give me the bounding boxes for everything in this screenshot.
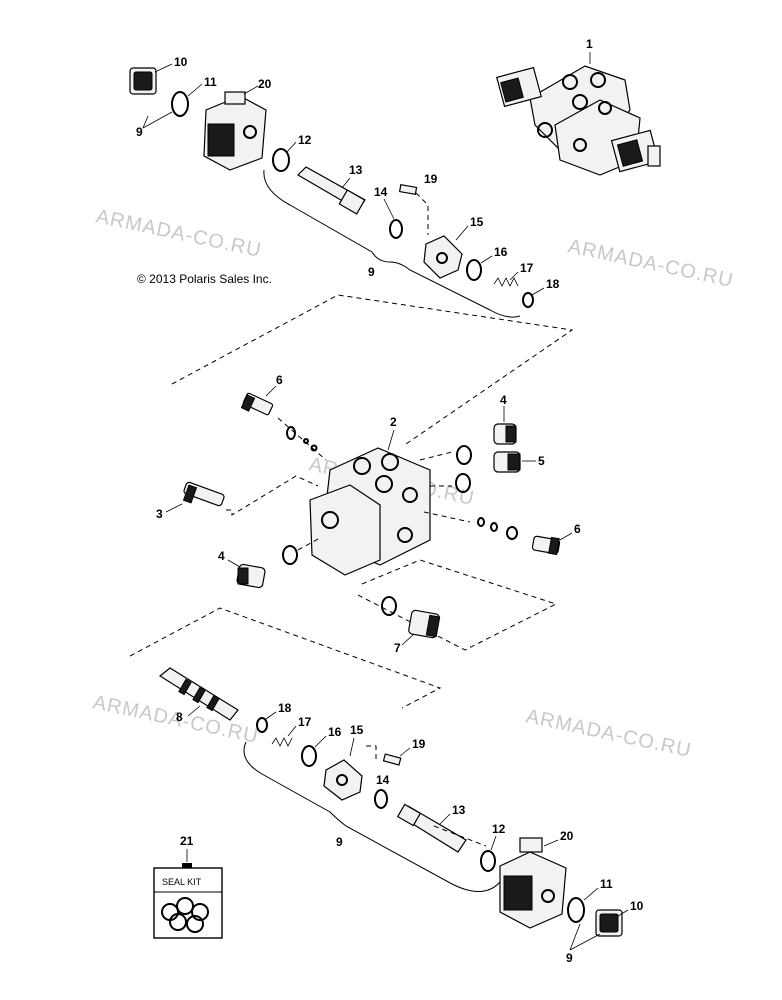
plug-part-5 (493, 451, 521, 473)
callout-14-bottom: 14 (376, 773, 390, 787)
callout-9-top-left: 9 (136, 125, 143, 139)
o-ring-part-16-bottom (301, 745, 317, 767)
callout-18-bottom: 18 (278, 701, 292, 715)
bracket-9-bottom (243, 741, 501, 892)
check-valve-part-7 (408, 609, 441, 639)
callout-14-top: 14 (374, 185, 388, 199)
dashed-guide-lower (129, 607, 442, 709)
bracket-9-top (263, 169, 521, 318)
callout-2: 2 (390, 415, 397, 429)
callout-10-top: 10 (174, 55, 188, 69)
dashed-guide-top (171, 294, 574, 445)
callout-18-top: 18 (546, 277, 560, 291)
callout-15-top: 15 (470, 215, 484, 229)
callout-19-bottom: 19 (412, 737, 426, 751)
plug-part-6-upper (240, 392, 274, 416)
callout-15-bottom: 15 (350, 723, 364, 737)
watermark-2: ARMADA-CO.RU (566, 235, 736, 292)
callout-9-top-mid: 9 (368, 265, 375, 279)
o-ring-part-14-bottom (374, 789, 388, 809)
callout-21: 21 (180, 834, 194, 848)
callout-7: 7 (394, 641, 401, 655)
callout-13-top: 13 (349, 163, 363, 177)
callout-8: 8 (176, 710, 183, 724)
callout-16-top: 16 (494, 245, 508, 259)
plug-part-4-lower (236, 563, 266, 589)
callout-13-bottom: 13 (452, 803, 466, 817)
callout-12-top: 12 (298, 133, 312, 147)
o-ring-part-12-bottom (480, 850, 496, 872)
callout-3: 3 (156, 507, 163, 521)
callout-11-bottom: 11 (600, 877, 613, 891)
valve-assembly-part-1 (496, 65, 661, 176)
plate-part-15-bottom (323, 759, 363, 801)
washer-part-18-bottom (256, 717, 268, 733)
callout-20-top: 20 (258, 77, 272, 91)
screw-part-19-bottom (382, 753, 402, 766)
o-ring-part-12-top (272, 148, 290, 172)
callout-19-top: 19 (424, 172, 438, 186)
nut-part-10-top (129, 67, 157, 95)
o-ring-part-14-top (389, 219, 403, 239)
washer-part-18-top (522, 292, 534, 308)
callout-4-lower: 4 (218, 549, 225, 563)
callout-10-bottom: 10 (630, 899, 644, 913)
o-ring-part-16-top (466, 259, 482, 281)
callout-6-lower: 6 (574, 522, 581, 536)
spool-part-8 (158, 667, 239, 721)
nut-part-10-bottom (595, 909, 623, 937)
callout-11-top: 11 (204, 75, 217, 89)
plug-part-4-upper (493, 423, 517, 445)
tube-part-13-top (297, 166, 366, 215)
spool-part-3 (182, 481, 225, 507)
copyright-text: © 2013 Polaris Sales Inc. (137, 272, 272, 286)
o-ring-part-11-bottom (567, 897, 585, 923)
plug-part-6-lower (531, 535, 561, 556)
callout-4-upper: 4 (500, 393, 507, 407)
valve-body-part-2 (309, 447, 431, 576)
callout-9-bottom-mid: 9 (336, 835, 343, 849)
coil-part-20-top (203, 91, 267, 171)
callout-20-bottom: 20 (560, 829, 574, 843)
dashed-guide-middle (355, 559, 558, 651)
coil-part-20-bottom (499, 837, 567, 929)
callout-1: 1 (586, 37, 593, 51)
spring-part-17-bottom (271, 737, 293, 747)
plate-part-15-top (423, 235, 463, 279)
callout-12-bottom: 12 (492, 822, 506, 836)
callout-16-bottom: 16 (328, 725, 342, 739)
callout-5: 5 (538, 454, 545, 468)
callout-17-bottom: 17 (298, 715, 312, 729)
tube-part-13-bottom (396, 803, 467, 853)
callout-17-top: 17 (520, 261, 534, 275)
o-ring-part-11-top (171, 91, 189, 117)
watermark-5: ARMADA-CO.RU (524, 705, 694, 762)
spring-part-17-top (493, 277, 519, 287)
screw-part-19-top (398, 183, 418, 196)
seal-kit-part-21 (153, 863, 223, 939)
watermark-1: ARMADA-CO.RU (94, 205, 264, 262)
callout-9-bottom-right: 9 (566, 951, 573, 965)
seal-kit-label: SEAL KIT (162, 877, 202, 887)
callout-6-upper: 6 (276, 373, 283, 387)
